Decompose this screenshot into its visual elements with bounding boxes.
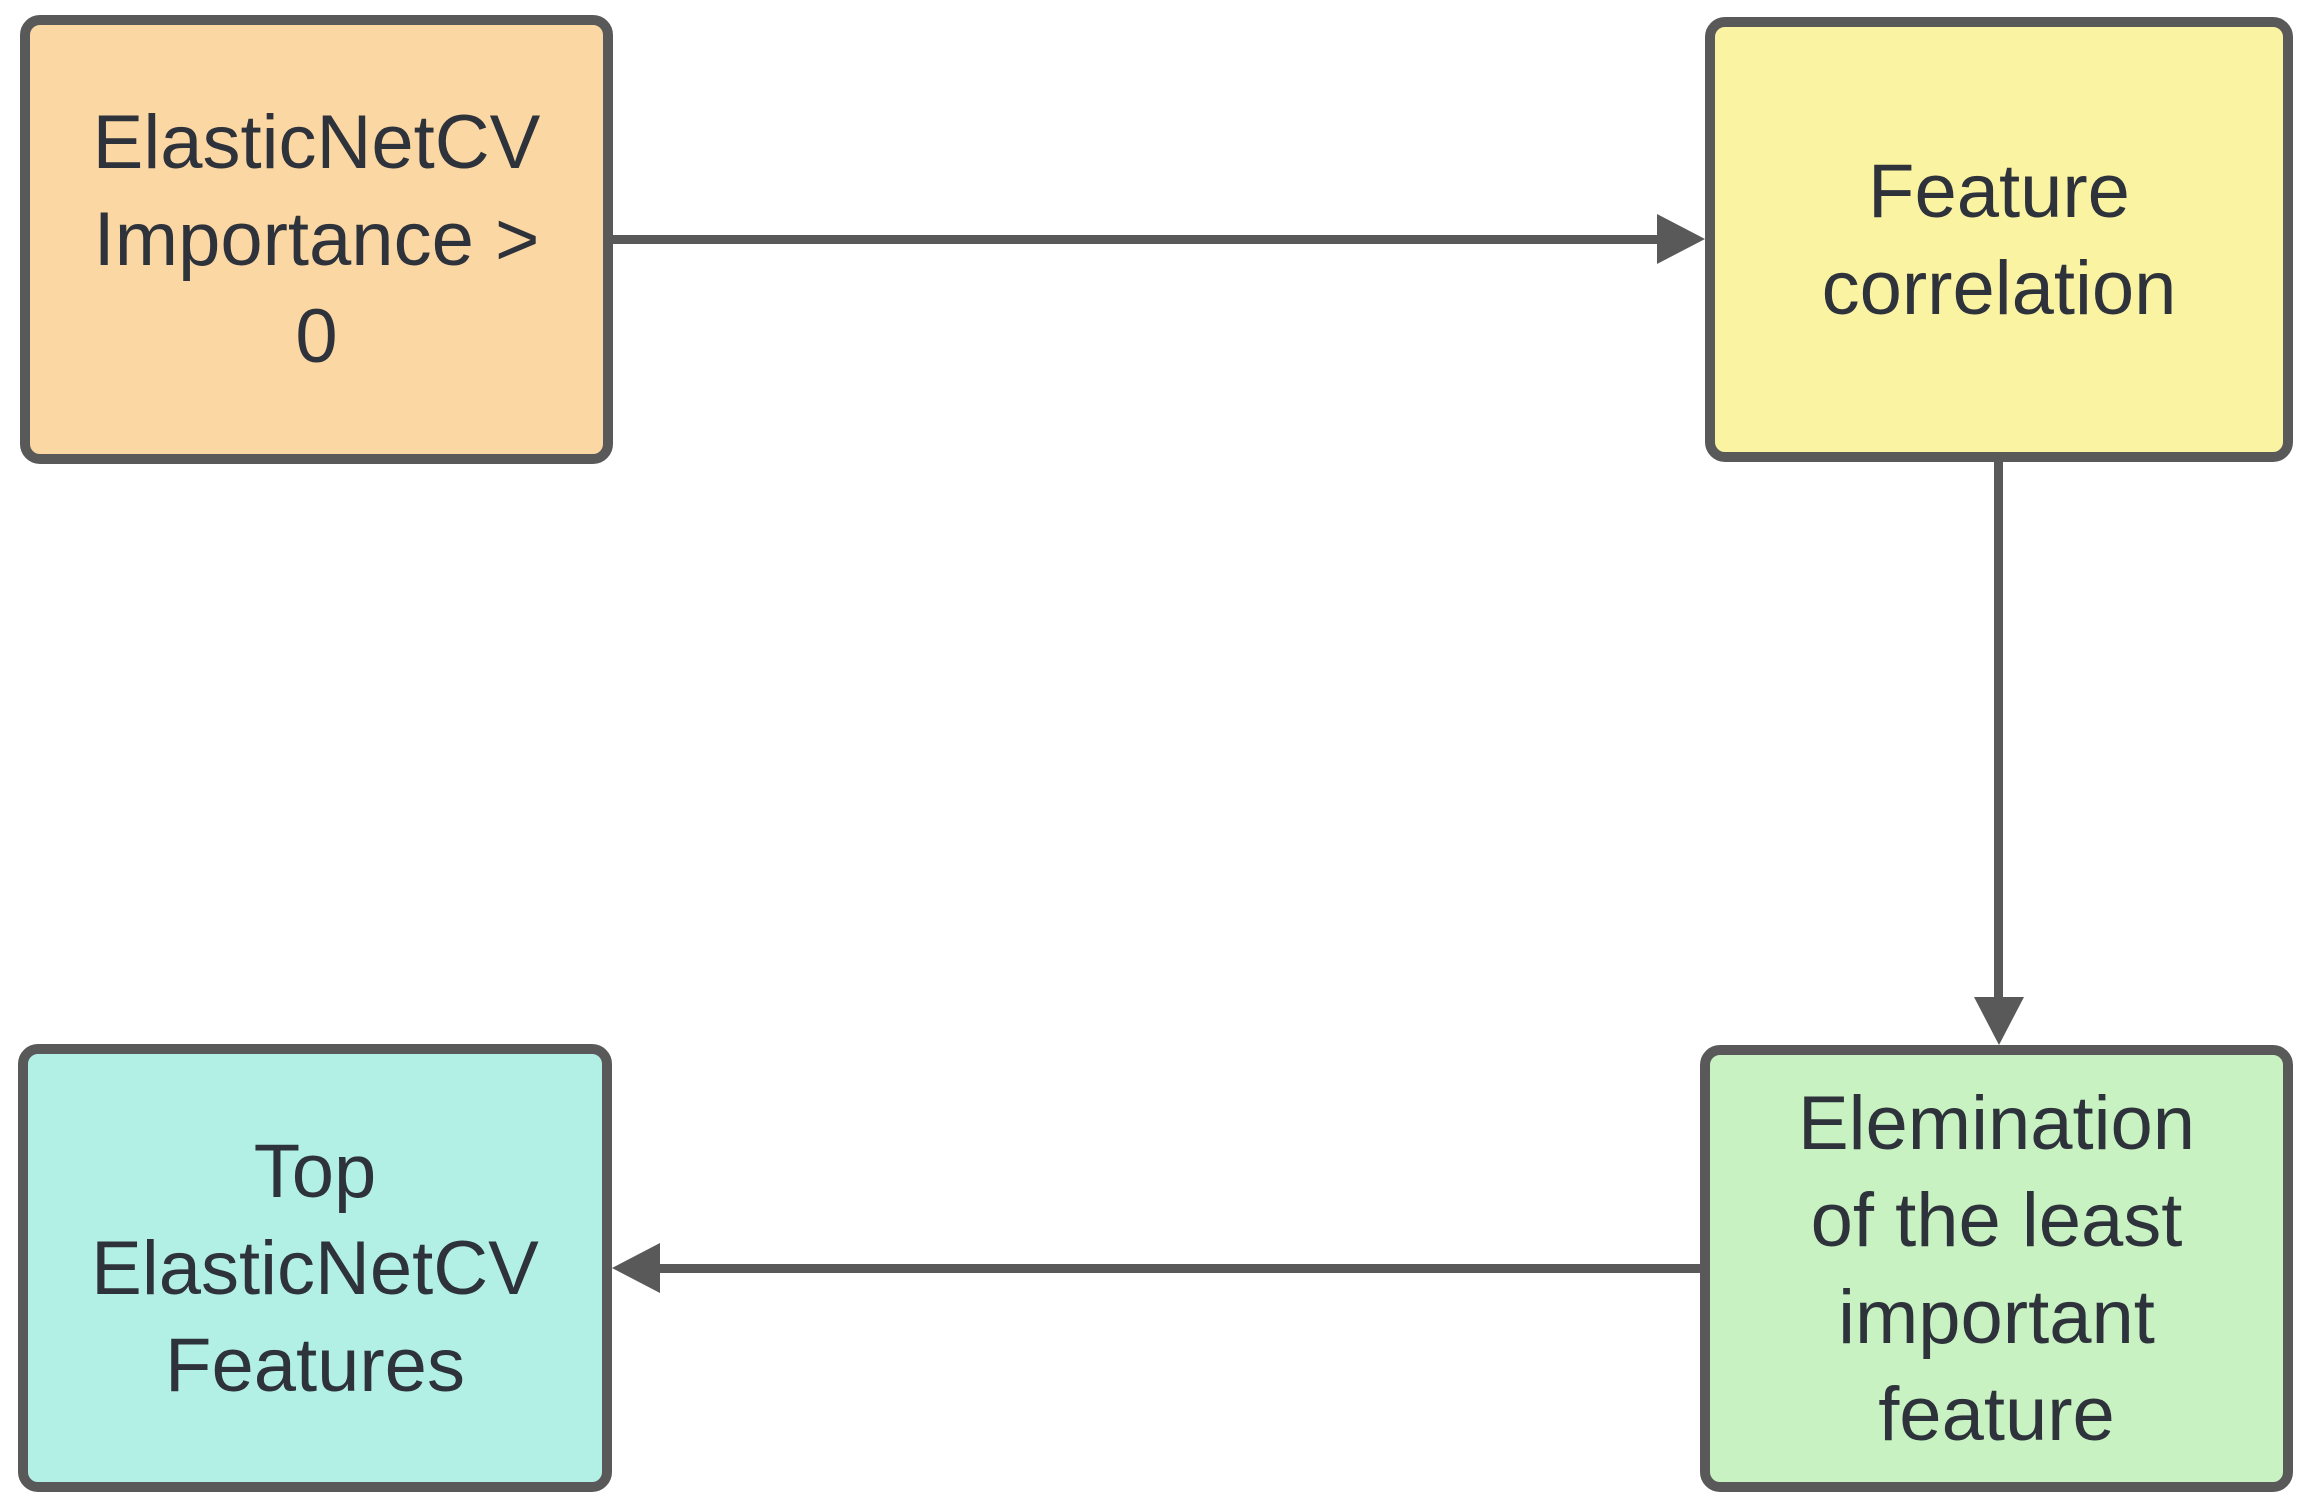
- edge-correlation-to-elimination-arrowhead-icon: [1974, 997, 2024, 1045]
- edge-elimination-to-top-features-arrowhead-icon: [612, 1243, 660, 1293]
- node-label-elimination-least-important: Elemination of the least important featu…: [1797, 1080, 2196, 1457]
- edge-importance-to-correlation-arrowhead-icon: [1657, 214, 1705, 264]
- node-label-elasticnetcv-importance: ElasticNetCV Importance > 0: [92, 100, 541, 379]
- edge-elimination-to-top-features-line: [658, 1264, 1700, 1273]
- flowchart-node-elimination-least-important: Elemination of the least important featu…: [1700, 1045, 2293, 1492]
- node-label-feature-correlation: Feature correlation: [1821, 148, 2177, 331]
- edge-importance-to-correlation-line: [613, 235, 1659, 244]
- node-label-top-elasticnetcv-features: Top ElasticNetCV Features: [91, 1128, 539, 1408]
- flowchart-node-feature-correlation: Feature correlation: [1705, 17, 2293, 462]
- flowchart-node-elasticnetcv-importance: ElasticNetCV Importance > 0: [20, 15, 613, 464]
- edge-correlation-to-elimination-line: [1994, 462, 2003, 998]
- flowchart-node-top-elasticnetcv-features: Top ElasticNetCV Features: [18, 1044, 612, 1492]
